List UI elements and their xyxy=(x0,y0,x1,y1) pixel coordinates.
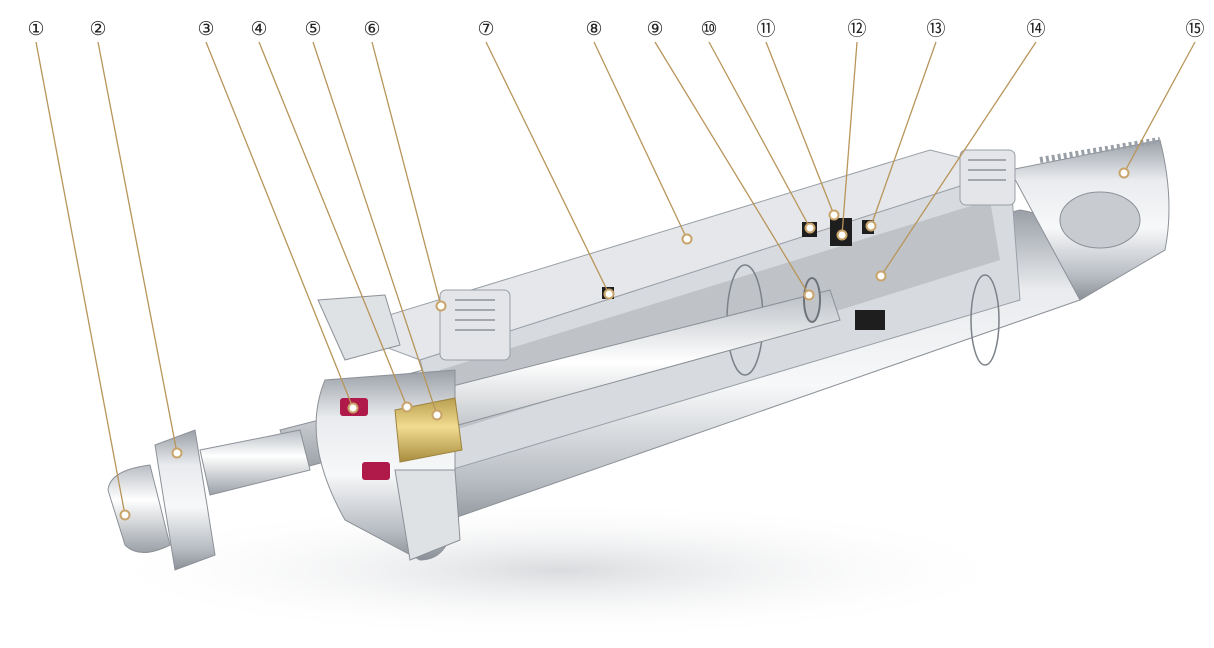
callout-dot-2 xyxy=(171,447,183,459)
callout-dot-5 xyxy=(431,409,443,421)
leader-line-10 xyxy=(708,41,811,229)
rod-seal-lower xyxy=(362,462,390,480)
callout-number-10: ⑩ xyxy=(700,18,717,40)
callout-dot-9 xyxy=(803,289,815,301)
callout-number-1: ① xyxy=(27,18,44,40)
callout-dot-14 xyxy=(875,270,887,282)
leader-line-3 xyxy=(205,41,354,409)
callout-dot-3 xyxy=(347,402,359,414)
callout-number-2: ② xyxy=(89,18,106,40)
leader-line-14 xyxy=(880,41,1037,277)
leader-line-15 xyxy=(1123,41,1196,174)
callout-number-9: ⑨ xyxy=(646,18,663,40)
callout-number-7: ⑦ xyxy=(477,18,494,40)
callout-number-4: ④ xyxy=(250,18,267,40)
callout-dot-6 xyxy=(435,300,447,312)
callout-number-5: ⑤ xyxy=(304,18,321,40)
leader-line-7 xyxy=(485,41,610,295)
top-port xyxy=(439,149,1016,361)
callout-dot-4 xyxy=(401,401,413,413)
leader-line-11 xyxy=(765,41,835,216)
floor-shadow xyxy=(90,500,1030,640)
callout-number-6: ⑥ xyxy=(363,18,380,40)
callout-dot-7 xyxy=(603,288,615,300)
callout-labels: ① ② ③ ④ ⑤ ⑥ ⑦ ⑧ ⑨ ⑩ ⑪ ⑫ ⑬ ⑭ ⑮ xyxy=(27,18,1204,40)
callout-number-3: ③ xyxy=(197,18,214,40)
brass-bushing xyxy=(394,397,463,463)
callout-dot-12 xyxy=(836,229,848,241)
leader-line-9 xyxy=(654,41,810,296)
callout-number-8: ⑧ xyxy=(585,18,602,40)
leader-line-8 xyxy=(593,41,688,240)
rod-end xyxy=(107,429,311,571)
callout-dot-8 xyxy=(681,233,693,245)
callout-dot-15 xyxy=(1118,167,1130,179)
leader-line-6 xyxy=(371,41,442,307)
callout-dot-11 xyxy=(828,209,840,221)
callout-number-13: ⑬ xyxy=(926,18,945,40)
leader-line-4 xyxy=(258,41,408,408)
callout-number-12: ⑫ xyxy=(847,18,866,40)
leader-line-5 xyxy=(312,41,438,416)
callout-number-11: ⑪ xyxy=(756,18,775,40)
callout-dot-1 xyxy=(119,509,131,521)
leader-line-12 xyxy=(841,41,858,236)
leader-lines xyxy=(35,41,1196,521)
callout-dot-10 xyxy=(804,222,816,234)
rear-threaded-mount xyxy=(1009,137,1170,301)
leader-line-1 xyxy=(35,41,126,516)
leader-line-2 xyxy=(97,41,178,454)
leader-line-13 xyxy=(870,41,937,227)
callout-dot-13 xyxy=(865,220,877,232)
callout-number-14: ⑭ xyxy=(1026,18,1045,40)
callout-number-15: ⑮ xyxy=(1185,18,1204,40)
